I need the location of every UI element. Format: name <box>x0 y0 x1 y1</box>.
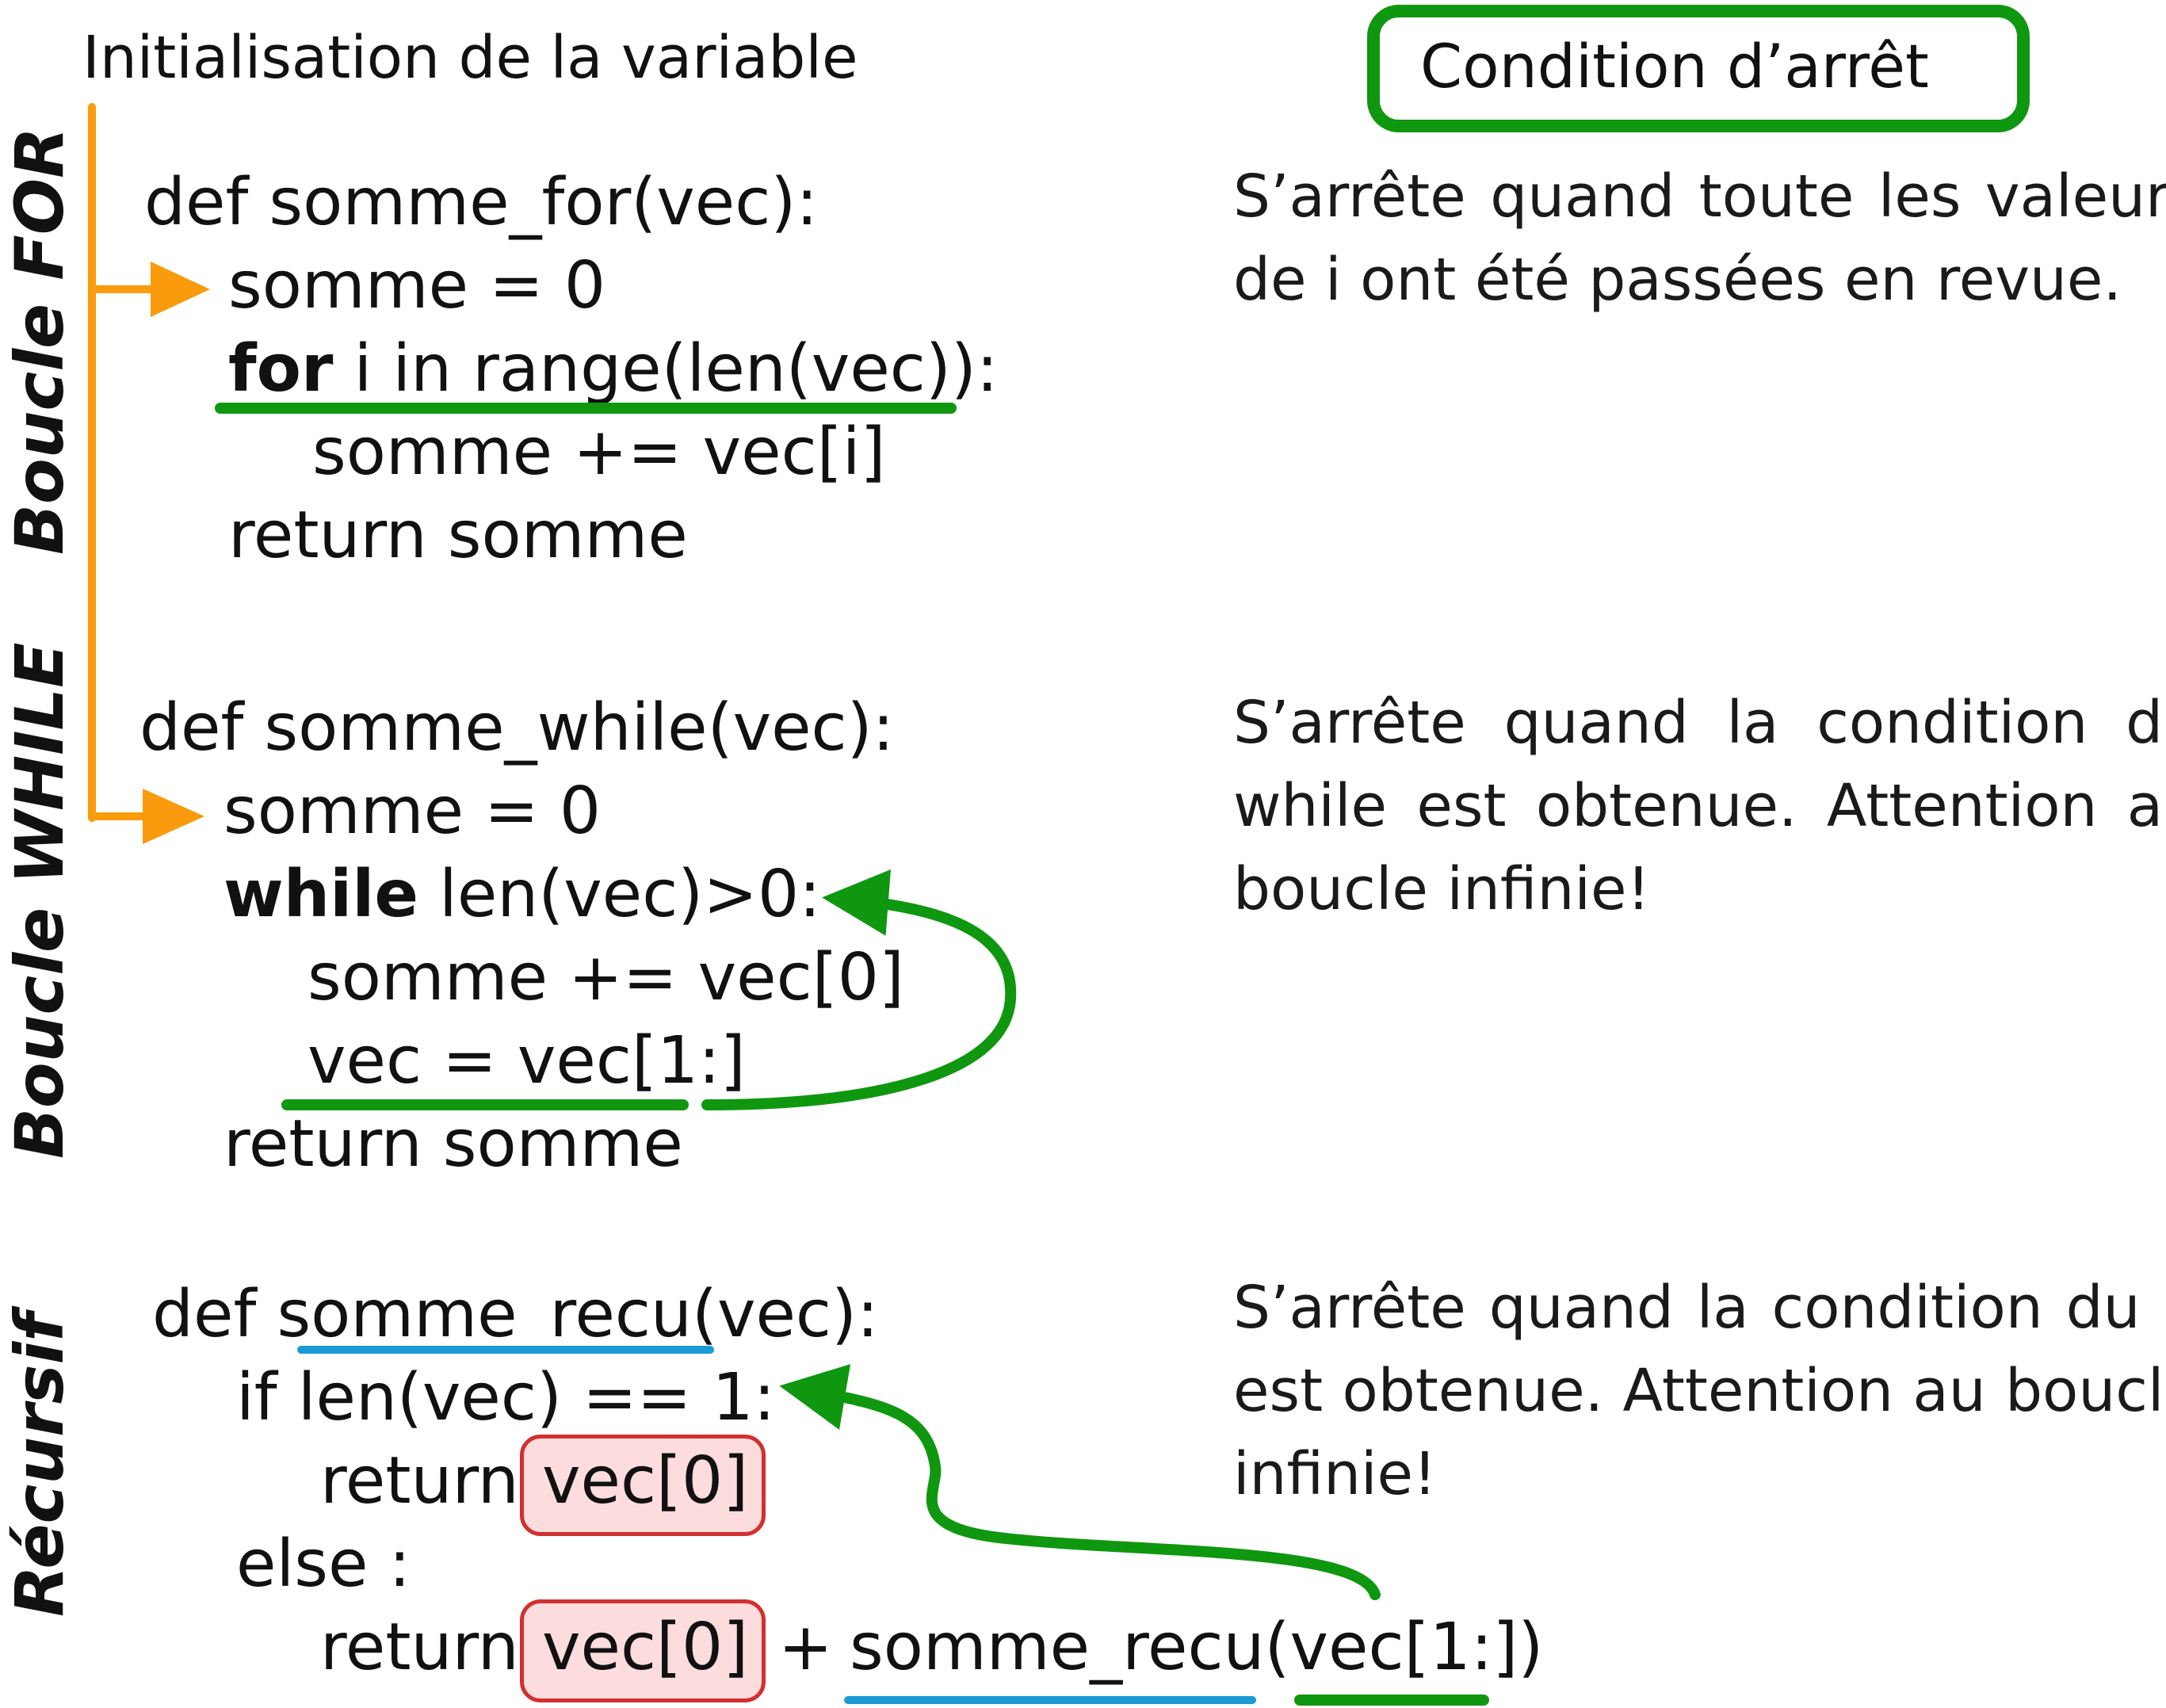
while-body-line-1: somme += vec[0] <box>308 940 904 1015</box>
recursive-call-open: ( <box>1264 1610 1290 1685</box>
recursive-call-line: somme_recu(vec[1:]) <box>850 1615 1543 1680</box>
recursive-def-prefix: def <box>152 1277 277 1352</box>
stop-condition-label: Condition d’arrêt <box>1420 31 1929 101</box>
while-loop-back-arrow <box>701 869 1017 1110</box>
while-init-line: somme = 0 <box>223 774 602 849</box>
for-loop-rest: i in range(len(vec)): <box>333 331 999 407</box>
base-value-box-1 <box>520 1435 766 1536</box>
orange-arrow-head-for <box>151 262 210 317</box>
for-init-line: somme = 0 <box>228 248 606 323</box>
recursive-return-value-1: vec[0] <box>542 1443 749 1519</box>
for-body-line: somme += vec[i] <box>312 415 886 490</box>
while-loop-line: while len(vec)>0: <box>223 862 821 927</box>
while-return-line: return somme <box>223 1106 683 1182</box>
note-recursive: S’arrête quand la condition du if est ob… <box>1233 1274 2166 1508</box>
while-def-line: def somme_while(vec): <box>139 690 895 766</box>
recursive-return-kw-1: return <box>320 1443 519 1519</box>
recursive-call-name: somme_recu <box>850 1610 1265 1685</box>
for-def-line: def somme_for(vec): <box>144 165 818 240</box>
for-keyword: for <box>228 331 334 407</box>
recursive-def-suffix: (vec): <box>691 1277 879 1352</box>
while-keyword: while <box>223 857 418 932</box>
initialisation-label: Initialisation de la variable <box>82 24 858 92</box>
recursive-call-arrow <box>779 1364 1381 1600</box>
for-return-line: return somme <box>228 498 688 573</box>
while-loop-rest: len(vec)>0: <box>418 857 821 932</box>
recursive-else-line: else : <box>236 1527 411 1602</box>
for-loop-line: for i in range(len(vec)): <box>228 337 998 402</box>
orange-init-bracket <box>88 103 210 844</box>
recursive-def-line: def somme_recu(vec): <box>152 1282 879 1347</box>
recursive-def-name: somme_recu <box>277 1277 692 1352</box>
recursive-if-line: if len(vec) == 1: <box>236 1360 776 1435</box>
recursive-plus: + <box>778 1610 833 1685</box>
recursive-call-arg: vec[1:] <box>1289 1610 1518 1685</box>
recursive-return-value-2: vec[0] <box>542 1610 749 1685</box>
orange-arrow-head-while <box>143 789 204 844</box>
stop-condition-box <box>1367 5 2030 132</box>
recursive-call-close: ) <box>1518 1610 1544 1685</box>
while-body-line-2: vec = vec[1:] <box>308 1023 746 1099</box>
note-for: S’arrête quand toute les valeurs de i on… <box>1233 162 2166 314</box>
note-while: S’arrête quand la condition du while est… <box>1233 689 2166 923</box>
base-value-box-2 <box>520 1599 766 1702</box>
recursive-return-kw-2: return <box>320 1610 519 1685</box>
